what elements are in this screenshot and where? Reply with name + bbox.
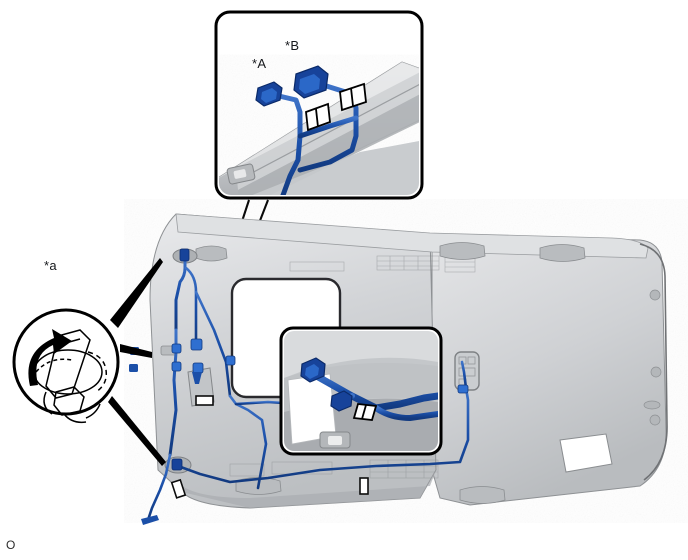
callout-label-a-upper: *A <box>252 56 267 71</box>
inset-top <box>214 10 424 200</box>
callout-label-b-upper: *B <box>285 38 300 53</box>
inset-top-connectors <box>255 65 329 107</box>
inset-top-clips <box>305 82 367 132</box>
headliner-assembly <box>149 213 668 509</box>
inset-middle <box>279 326 443 456</box>
inset-middle-connectors <box>300 357 353 412</box>
harness-connectors-main <box>129 248 469 525</box>
corner-mark: O <box>6 538 16 552</box>
callout-label-a-lower: *a <box>44 258 57 273</box>
inset-circle-callout-a <box>12 258 166 466</box>
inset-middle-clip <box>352 403 378 421</box>
harness-clips-main <box>170 395 369 499</box>
